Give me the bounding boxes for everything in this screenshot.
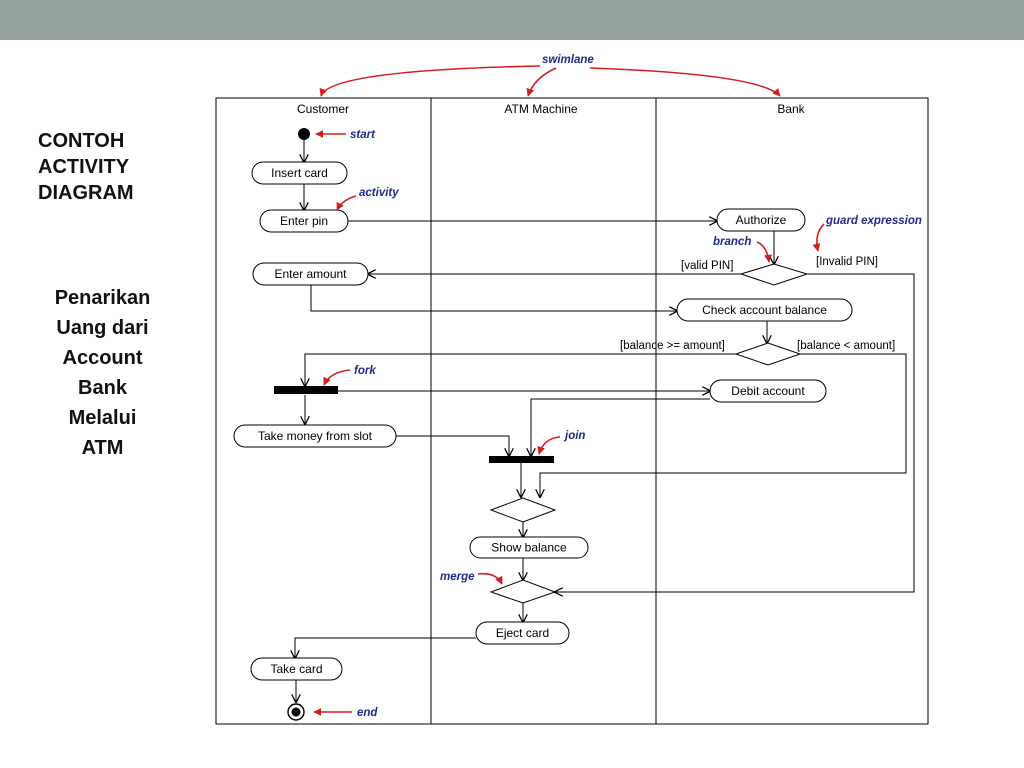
decision-diamond [734,342,802,366]
annotation-arrow [526,67,557,97]
flow-edge [555,273,915,592]
slide-subtitle: Penarikan Uang dari Account Bank Melalui… [30,283,175,463]
activity-debit-account: Debit account [709,379,827,403]
title-line: ACTIVITY [38,156,130,178]
annotation-swimlane: swimlane [542,54,594,66]
start-node [298,128,310,140]
guard-balance-low: [balance < amount] [797,340,895,352]
annotation-arrow [756,241,773,263]
activity-label: Authorize [736,213,787,227]
merge-diamond [489,579,557,604]
annotation-arrow [477,572,503,585]
annotation-arrow [323,369,351,386]
title-line: DIAGRAM [38,182,134,204]
activity-label: Eject card [496,626,549,640]
annotation-arrow [319,65,541,97]
activity-label: Take card [270,662,322,676]
flow-edge [310,285,677,311]
activity-label: Enter amount [274,267,347,281]
subtitle-line: Bank [78,377,127,399]
merge-diamond [489,497,557,523]
activity-take-money-from-slot: Take money from slot [233,424,397,448]
activity-label: Debit account [731,384,805,398]
flow-edge [295,637,476,658]
activity-insert-card: Insert card [251,161,348,185]
guard-valid-pin: [valid PIN] [681,260,733,272]
flow-edge [540,353,907,497]
activity-eject-card: Eject card [475,621,570,645]
guard-balance-ok: [balance >= amount] [620,340,725,352]
join-bar [489,456,554,463]
activity-authorize: Authorize [716,208,806,232]
activity-check-account-balance: Check account balance [676,298,853,322]
slide-title: CONTOH ACTIVITY DIAGRAM [38,128,188,206]
annotation-join: join [563,430,585,442]
activity-label: Take money from slot [258,429,373,443]
activity-label: Insert card [271,166,328,180]
flow-edges [295,140,915,702]
fork-bar [274,386,338,394]
subtitle-line: Uang dari [56,317,149,339]
annotation-activity: activity [359,187,399,199]
annotation-arrow [537,436,561,455]
annotation-arrow [812,223,825,252]
activity-enter-amount: Enter amount [252,262,369,286]
lane-atm-machine: ATM Machine [504,102,577,116]
activity-label: Show balance [491,541,567,555]
activity-show-balance: Show balance [469,536,589,559]
subtitle-line: Account [62,347,143,369]
annotation-fork: fork [354,365,376,377]
decision-diamond [739,263,809,286]
lane-customer: Customer [297,102,349,116]
annotation-start: start [350,129,376,141]
annotation-arrow [336,195,357,211]
end-node [287,703,305,721]
annotation-arrows [313,65,825,716]
subtitle-line: ATM [81,437,124,459]
flow-edge [531,398,710,456]
subtitle-line: Melalui [68,407,137,429]
activity-take-card: Take card [250,657,343,681]
subtitle-line: Penarikan [54,287,151,309]
guard-invalid-pin: [Invalid PIN] [816,256,878,268]
annotation-branch: branch [713,236,751,248]
activity-label: Enter pin [280,214,328,228]
lane-bank: Bank [777,102,805,116]
activity-label: Check account balance [702,303,827,317]
annotation-guard-expression: guard expression [825,215,922,227]
header-bar [0,0,1024,40]
title-line: CONTOH [38,130,125,152]
annotation-arrow [589,67,781,97]
flow-edge [305,353,736,386]
annotation-end: end [357,707,378,719]
swimlane-frame [215,97,929,725]
flow-edge [396,435,509,456]
activity-enter-pin: Enter pin [259,209,349,233]
annotation-merge: merge [440,571,475,583]
